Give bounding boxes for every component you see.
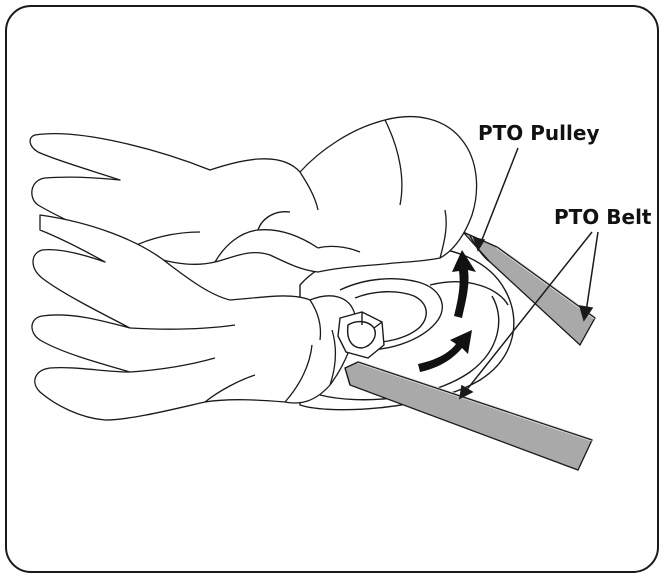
pto-belt-label: PTO Belt xyxy=(554,205,652,229)
pto-pulley-label: PTO Pulley xyxy=(478,121,599,145)
pulley-hub-nut xyxy=(338,312,384,358)
